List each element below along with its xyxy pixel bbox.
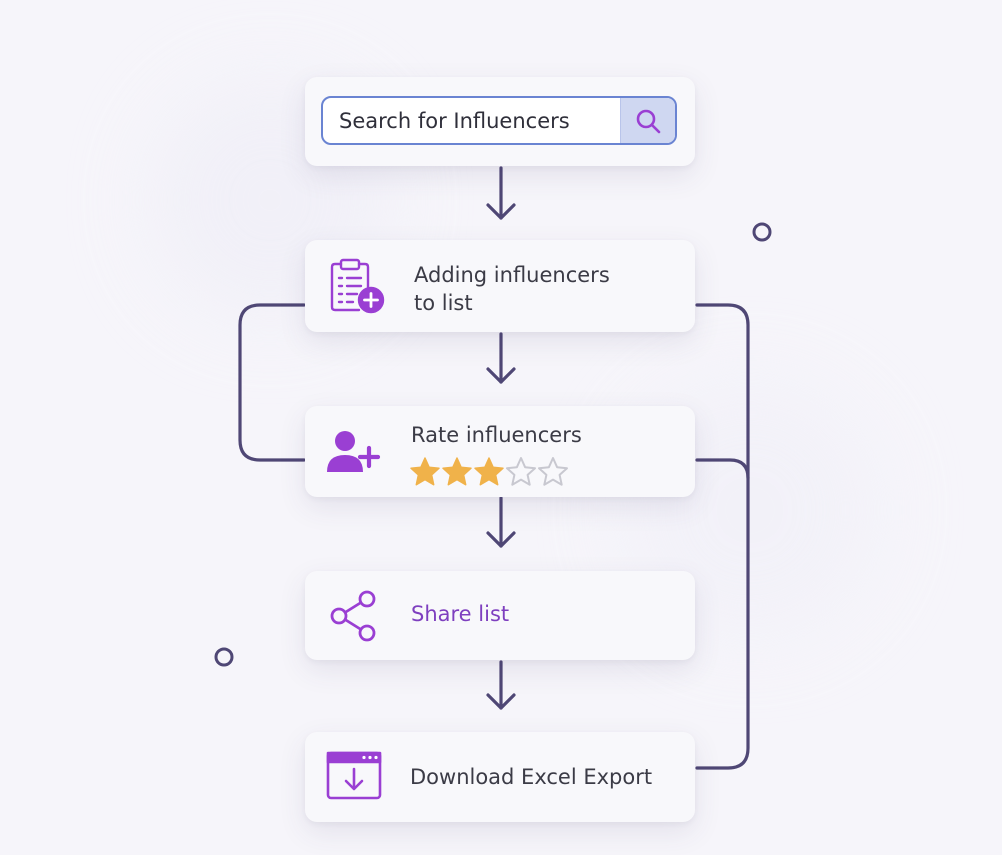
search-button[interactable] xyxy=(620,98,675,143)
down-arrow-1 xyxy=(486,166,516,220)
rate-influencers-label: Rate influencers xyxy=(411,423,582,447)
clipboard-add-icon xyxy=(330,258,385,314)
add-to-list-card[interactable]: Adding influencers to list xyxy=(305,240,695,332)
loop-connector-right xyxy=(695,303,750,770)
share-icon xyxy=(330,590,376,642)
star-rating[interactable] xyxy=(409,406,589,497)
star-filled-icon[interactable] xyxy=(409,456,441,488)
loop-connector-left xyxy=(238,303,306,462)
connector-branch-right xyxy=(695,458,750,480)
down-arrow-2 xyxy=(486,332,516,384)
user-add-icon xyxy=(327,431,381,472)
add-to-list-label-line1: Adding influencers xyxy=(414,263,610,287)
share-list-card[interactable]: Share list xyxy=(305,571,695,660)
download-window-icon xyxy=(326,751,382,800)
download-export-label: Download Excel Export xyxy=(410,765,653,789)
search-input[interactable] xyxy=(323,98,623,143)
download-export-card[interactable]: Download Excel Export xyxy=(305,732,695,822)
rate-influencers-card[interactable]: Rate influencers xyxy=(305,406,695,497)
star-empty-icon[interactable] xyxy=(505,456,537,488)
star-empty-icon[interactable] xyxy=(537,456,569,488)
star-filled-icon[interactable] xyxy=(441,456,473,488)
decorative-circle xyxy=(214,647,234,667)
add-to-list-label-line2: to list xyxy=(414,291,473,315)
star-filled-icon[interactable] xyxy=(473,456,505,488)
decorative-circle xyxy=(752,222,772,242)
down-arrow-3 xyxy=(486,496,516,548)
down-arrow-4 xyxy=(486,660,516,710)
search-bar xyxy=(321,96,677,145)
search-card xyxy=(305,77,695,166)
search-icon xyxy=(636,109,661,133)
share-list-label: Share list xyxy=(411,602,510,626)
